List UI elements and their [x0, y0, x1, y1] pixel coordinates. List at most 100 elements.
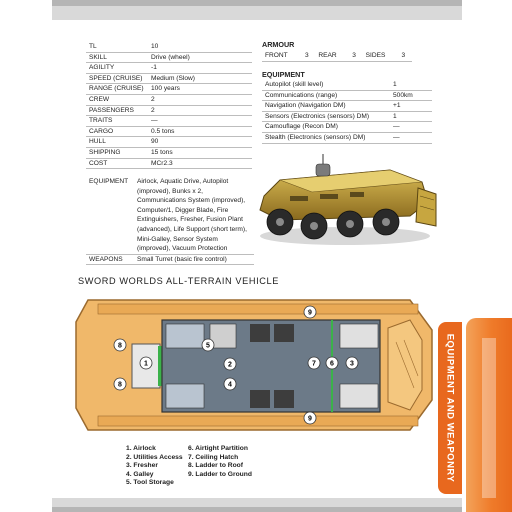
table-row: AGILITY-1 — [86, 62, 252, 74]
legend-item: 1. Airlock — [126, 445, 156, 452]
stat-label: RANGE (CRUISE) — [86, 83, 148, 95]
stat-value: 2 — [148, 105, 252, 117]
stat-value: 15 tons — [148, 147, 252, 159]
equipment-row-value: — — [390, 132, 432, 144]
stat-label: CARGO — [86, 126, 148, 138]
table-row: Autopilot (skill level)1 — [262, 80, 432, 91]
stat-value: Drive (wheel) — [148, 52, 252, 64]
armour-front-value: 3 — [301, 50, 316, 62]
table-row: TRAITS— — [86, 115, 252, 127]
table-row: Navigation (Navigation DM)+1 — [262, 100, 432, 112]
table-row: Sensors (Electronics (sensors) DM)1 — [262, 111, 432, 123]
stat-label: TRAITS — [86, 115, 148, 127]
top-header-bar — [52, 0, 462, 20]
marker-1: 1 — [144, 361, 148, 368]
stat-value: MCr2.3 — [148, 158, 252, 170]
legend-item: 3. Fresher — [126, 462, 158, 470]
stat-label: SKILL — [86, 52, 148, 64]
armour-sides-label: SIDES — [362, 50, 399, 62]
stat-label: AGILITY — [86, 62, 148, 74]
stat-label: TL — [86, 42, 148, 53]
table-row: Communications (range)500km — [262, 90, 432, 102]
legend-item: 5. Tool Storage — [126, 479, 174, 487]
legend-item: 9. Ladder to Ground — [188, 470, 252, 478]
armour-table: FRONT 3 REAR 3 SIDES 3 — [262, 50, 412, 62]
equipment-heading: EQUIPMENT — [262, 70, 305, 79]
equipment-row-value: 500km — [390, 90, 432, 102]
marker-8-top: 8 — [118, 343, 122, 350]
adjacent-page-edge — [466, 318, 512, 512]
equipment-row-label: Communications (range) — [262, 90, 390, 102]
weapons-label: WEAPONS — [86, 254, 134, 266]
table-row: SPEED (CRUISE)Medium (Slow) — [86, 73, 252, 85]
table-row: RANGE (CRUISE)100 years — [86, 83, 252, 95]
stat-value: 10 — [148, 42, 252, 53]
section-tab-label: EQUIPMENT AND WEAPONRY — [444, 333, 456, 483]
table-row: Stealth (Electronics (sensors) DM)— — [262, 132, 432, 144]
table-row: FRONT 3 REAR 3 SIDES 3 — [262, 50, 412, 62]
equipment-table: Autopilot (skill level)1 Communications … — [262, 80, 432, 144]
table-row: Camouflage (Recon DM)— — [262, 121, 432, 133]
stat-label: PASSENGERS — [86, 105, 148, 117]
marker-3: 3 — [350, 361, 354, 368]
legend-item: 2. Utilities Access — [126, 453, 183, 461]
equipment-row-value: 1 — [390, 111, 432, 123]
equipment-list: Airlock, Aquatic Drive, Autopilot (impro… — [134, 177, 254, 255]
equipment-weapons-table: EQUIPMENT Airlock, Aquatic Drive, Autopi… — [86, 177, 254, 266]
armour-sides-value: 3 — [398, 50, 412, 62]
marker-9-bottom: 9 — [308, 416, 312, 423]
legend-item: 6. Airtight Partition — [188, 445, 248, 452]
stat-value: Medium (Slow) — [148, 73, 252, 85]
marker-2: 2 — [228, 362, 232, 369]
equipment-row-label: Camouflage (Recon DM) — [262, 121, 390, 133]
stat-label: SPEED (CRUISE) — [86, 73, 148, 85]
table-row: EQUIPMENT Airlock, Aquatic Drive, Autopi… — [86, 177, 254, 255]
marker-6: 6 — [330, 361, 334, 368]
marker-5: 5 — [206, 343, 210, 350]
plan-title: SWORD WORLDS ALL-TERRAIN VEHICLE — [78, 276, 279, 286]
stat-label: SHIPPING — [86, 147, 148, 159]
weapons-value: Small Turret (basic fire control) — [134, 254, 254, 266]
stat-value: 2 — [148, 94, 252, 106]
equipment-row-label: Autopilot (skill level) — [262, 80, 390, 91]
marker-9-top: 9 — [308, 310, 312, 317]
floor-plan: 8 8 1 2 4 5 7 6 3 9 9 — [75, 299, 433, 431]
marker-7: 7 — [312, 361, 316, 368]
equipment-row-value: — — [390, 121, 432, 133]
equipment-row-label: Stealth (Electronics (sensors) DM) — [262, 132, 390, 144]
stat-value: 0.5 tons — [148, 126, 252, 138]
legend-item: 8. Ladder to Roof — [188, 462, 243, 470]
stat-value: 90 — [148, 136, 252, 148]
stat-label: CREW — [86, 94, 148, 106]
legend-item: 4. Galley — [126, 470, 154, 478]
table-row: WEAPONS Small Turret (basic fire control… — [86, 254, 254, 266]
vehicle-illustration — [259, 154, 437, 245]
stat-value: 100 years — [148, 83, 252, 95]
section-tab[interactable]: EQUIPMENT AND WEAPONRY — [438, 322, 462, 494]
equipment-row-value: +1 — [390, 100, 432, 112]
equipment-row-label: Sensors (Electronics (sensors) DM) — [262, 111, 390, 123]
stat-label: COST — [86, 158, 148, 170]
equipment-label: EQUIPMENT — [86, 177, 134, 255]
marker-4: 4 — [228, 382, 232, 389]
armour-front-label: FRONT — [262, 50, 302, 62]
marker-8-bottom: 8 — [118, 382, 122, 389]
bottom-footer-bar — [52, 498, 462, 512]
stat-value: — — [148, 115, 252, 127]
equipment-row-label: Navigation (Navigation DM) — [262, 100, 390, 112]
armour-heading: ARMOUR — [262, 40, 295, 49]
stat-label: HULL — [86, 136, 148, 148]
equipment-row-value: 1 — [390, 80, 432, 91]
armour-rear-label: REAR — [315, 50, 350, 62]
armour-rear-value: 3 — [349, 50, 363, 62]
legend-item: 7. Ceiling Hatch — [188, 453, 239, 461]
